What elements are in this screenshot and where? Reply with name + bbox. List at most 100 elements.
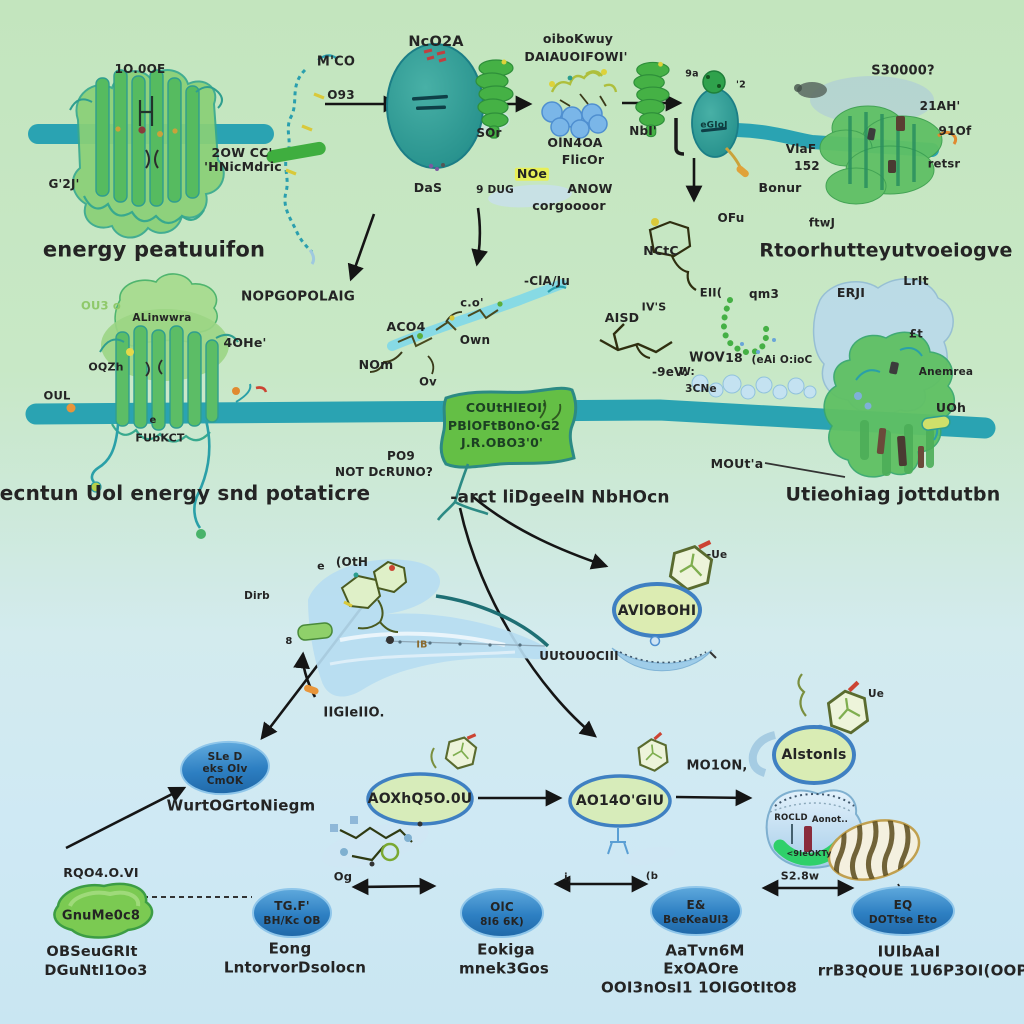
oval-alstonia-label: Alstonls xyxy=(781,747,847,763)
noe-highlight: NOe xyxy=(514,165,550,181)
s28-label: S2.8w xyxy=(780,869,820,883)
ee-caption-2: ExOAOre xyxy=(663,959,739,978)
p1-side-label: G'2J' xyxy=(48,177,80,191)
oval-b xyxy=(568,774,672,828)
blob-caption-2: DGuNtI1Oo3 xyxy=(44,962,148,979)
aisd-molecule xyxy=(599,218,697,359)
nco2a-below-label: DaS xyxy=(413,179,443,195)
box-line-2: PBlOFtB0nO·G2 xyxy=(447,417,561,433)
membrane-protein-row2-right xyxy=(764,331,956,478)
i-mark: i, xyxy=(564,872,572,883)
og-label: Og xyxy=(333,869,353,884)
chain-molecule xyxy=(266,54,337,265)
blob-top-label: RQO4.O.VI xyxy=(63,864,139,880)
tgf-caption-2: LntorvorDsolocn xyxy=(223,958,367,977)
ee-line-1: E& xyxy=(686,898,706,912)
streak-molecule xyxy=(369,279,567,375)
bottom-blue-ovals xyxy=(180,740,955,938)
amo-group xyxy=(611,536,716,672)
wing-label-a: e xyxy=(317,559,325,573)
po9-label: PO9 xyxy=(387,449,415,463)
streak-label-b: c.o' xyxy=(460,295,484,310)
oval1-line-3: CmOK xyxy=(206,774,244,787)
p2-right-3: retsr xyxy=(927,156,961,171)
alst-left-label: MO1ON, xyxy=(686,758,748,774)
p3-left-1: OUL xyxy=(43,388,71,403)
oval1-line-1: SLe D xyxy=(207,750,243,763)
rz-eai: (eAi O:ioC xyxy=(751,353,813,366)
b-mark: (b xyxy=(645,871,659,882)
vesicle-label-2: Aonot.. xyxy=(811,814,849,825)
oval-a-label: AOXhQ5O.0U xyxy=(367,791,473,807)
eq-line-1: EQ xyxy=(893,898,913,912)
p1-membrane-note-1: 2OW CC' xyxy=(211,144,273,160)
caption-energy: energy peatuuifon xyxy=(42,237,266,262)
oval-eq xyxy=(851,886,955,936)
caption-box: -arct liDgeelN NbHOcn xyxy=(450,487,670,508)
mol-aisd: AISD xyxy=(604,309,640,325)
oval-amo xyxy=(612,582,702,638)
green-info-box xyxy=(436,386,578,521)
helix1-label: SOr xyxy=(476,126,502,140)
crescent-label: UUtOUOCIII xyxy=(539,649,619,663)
amo-hex-label: -Ue xyxy=(706,548,728,561)
membrane-top-right xyxy=(730,123,939,157)
dashed-connector xyxy=(142,892,252,902)
olc-line-1: OlC xyxy=(490,900,514,914)
rz-anemrea: Anemrea xyxy=(918,365,974,378)
vesicle-label-1: ROCLD xyxy=(774,812,808,823)
rz-w: W: xyxy=(679,365,695,378)
rz-erji: ERJI xyxy=(836,284,866,300)
mol-9ev: -9eV: xyxy=(651,365,689,379)
p3-right-2: 4OHe' xyxy=(223,334,267,350)
membrane-protein-top-right xyxy=(819,105,958,205)
tgf-caption-1: Eong xyxy=(268,939,312,958)
oval-tgf xyxy=(252,888,332,938)
p2-left-2: 152 xyxy=(794,159,820,173)
nco2a-title: NcO2A xyxy=(408,33,464,50)
caption-row2-left: Hiecntun Uol energy snd potaticre xyxy=(0,481,371,505)
blob-inner-label: GnuMe0c8 xyxy=(61,908,141,924)
oval-alstonia xyxy=(772,725,856,785)
mid-ovals xyxy=(366,728,672,855)
oval1-line-2: eks OIv xyxy=(202,762,248,775)
p3-top-label: ALinwwra xyxy=(132,311,192,324)
oval-nco2a xyxy=(386,43,484,171)
eq-caption-2: rrB3QOUE 1U6P3OI(OOP3 xyxy=(817,961,1024,980)
olc-line-2: 8I6 6K) xyxy=(480,915,524,928)
streak-label-f: Ov xyxy=(419,374,437,389)
p2-right-2: 91Of xyxy=(938,124,972,138)
caption-top-right: Rtoorhutteyutvoeiogve xyxy=(759,239,1013,262)
cluster-bottom-2: FlicOr xyxy=(561,151,605,167)
eq-caption-1: IUIbAaI xyxy=(877,942,941,961)
alstonia-group xyxy=(748,673,921,893)
oval-b-label: AO14O'GIU xyxy=(575,793,665,809)
cluster-bottom-4: corgoooor xyxy=(532,197,606,213)
streak-label-e: NOm xyxy=(358,356,394,372)
bottom-green-blob xyxy=(53,882,154,939)
wing-label-dirb: Dirb xyxy=(244,589,270,602)
mol-eii: EII( xyxy=(699,285,723,300)
oval-amo-label: AVlOBOHI xyxy=(617,603,697,619)
p3-right-1: NOPGOPOLAIG xyxy=(241,288,355,305)
mol-ivs: IV'S xyxy=(641,300,667,314)
p3-blob-label: OU3 o xyxy=(80,298,122,313)
p2-left-3: Bonur xyxy=(758,179,802,195)
oval-olc xyxy=(460,888,544,938)
rz-lt: £t xyxy=(909,326,923,341)
cluster-bottom-3: ANOW xyxy=(567,180,613,196)
tgf-line-2: BH/Kc OB xyxy=(263,914,321,927)
streak-label-c: -ClA/Ju xyxy=(524,274,570,288)
tgf-line-1: TG.F' xyxy=(274,899,310,913)
membrane-protein-energy xyxy=(69,69,225,239)
p3-left-2: e xyxy=(149,415,157,426)
mol-qm3: qm3 xyxy=(748,287,780,301)
oval1-caption: WurtOGrtoNiegm xyxy=(166,796,316,815)
rz-3cne: 3CNe xyxy=(685,382,717,395)
rz-lrit: LrIt xyxy=(903,272,929,288)
green-dotted-chain xyxy=(720,297,776,356)
streak-label-a: ACO4 xyxy=(386,318,426,334)
olc-caption-2: mnek3Gos xyxy=(458,959,550,978)
oval-ee xyxy=(650,886,742,936)
